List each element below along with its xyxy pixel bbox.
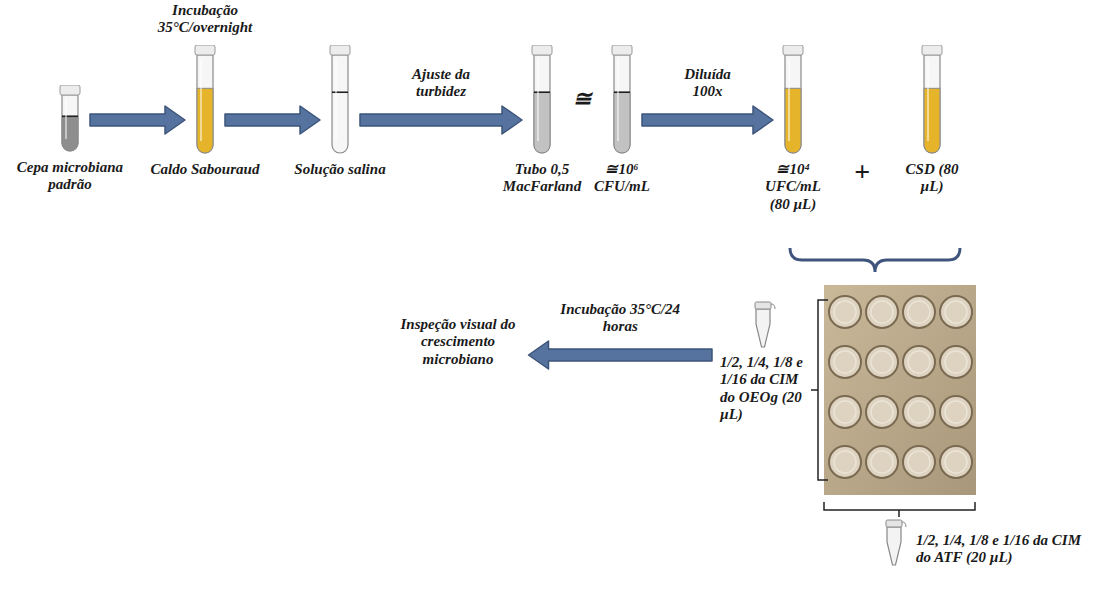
glass-highlight xyxy=(335,59,337,141)
node-text: 1/2, 1/4, 1/8 e 1/16 da CIM do OEOg (20 … xyxy=(720,354,810,423)
test-tube xyxy=(920,45,944,155)
microplate xyxy=(824,285,976,495)
tube-liquid xyxy=(785,88,801,153)
block-arrow xyxy=(642,106,773,134)
tube-node: CSD (80 µL) xyxy=(896,45,968,196)
node-text: CSD (80 µL) xyxy=(896,161,968,196)
tube-node: Solução salina xyxy=(283,45,398,178)
node-text: Cepa microbiana padrão xyxy=(13,159,128,194)
node-text: Solução salina xyxy=(283,161,398,178)
tube-node: Caldo Sabouraud xyxy=(148,45,263,178)
tube-cap xyxy=(783,45,803,55)
glass-highlight xyxy=(65,99,67,139)
test-tube xyxy=(58,85,82,153)
text-node: Inspeção visual do crescimento microbian… xyxy=(396,316,521,368)
tube-body xyxy=(332,55,348,153)
tube-node: Cepa microbiana padrão xyxy=(13,85,128,194)
tube-cap xyxy=(60,85,80,95)
liquid-level xyxy=(62,115,78,117)
tube-body xyxy=(534,55,550,153)
tube-node: ≅10⁴ UFC/mL (80 µL) xyxy=(757,45,829,213)
tube-cap xyxy=(532,45,552,55)
liquid-level xyxy=(534,91,550,93)
tube-liquid xyxy=(534,92,550,153)
block-arrow xyxy=(360,106,522,134)
column-bracket xyxy=(824,502,975,517)
merge-brace xyxy=(790,248,960,272)
test-tube xyxy=(610,45,634,155)
symbol-label: ≅ xyxy=(567,86,597,111)
eppendorf-body xyxy=(756,309,770,347)
node-text: ≅10⁶ CFU/mL xyxy=(589,161,655,196)
eppendorf-node: 1/2, 1/4, 1/8 e 1/16 da CIM do ATF (20 µ… xyxy=(884,518,1099,568)
glass-highlight xyxy=(200,59,202,141)
test-tube xyxy=(193,45,217,155)
test-tube xyxy=(781,45,805,155)
tube-body xyxy=(62,95,78,151)
tube-cap xyxy=(922,45,942,55)
eppendorf-cap xyxy=(755,302,771,309)
text-column: 1/2, 1/4, 1/8 e 1/16 da CIM do ATF (20 µ… xyxy=(916,518,1099,567)
eppendorf-tube xyxy=(753,300,777,350)
tube-liquid xyxy=(197,88,213,153)
arrow-label: Diluída 100x xyxy=(668,66,748,101)
symbol-label: + xyxy=(847,156,877,188)
node-text: ≅10⁴ UFC/mL (80 µL) xyxy=(757,161,829,213)
liquid-level xyxy=(614,91,630,93)
test-tube xyxy=(193,45,217,155)
tube-liquid xyxy=(924,88,940,153)
test-tube xyxy=(530,45,554,155)
tube-cap xyxy=(612,45,632,55)
arrow-label: Incubação 35°C/24 horas xyxy=(550,301,690,336)
tube-body xyxy=(785,55,801,153)
tube-body xyxy=(197,55,213,153)
plate-photo xyxy=(824,285,976,495)
eppendorf-body xyxy=(887,527,901,565)
glass-highlight xyxy=(927,59,929,141)
tube-liquid xyxy=(614,92,630,153)
tube-cap xyxy=(330,45,350,55)
block-arrow xyxy=(225,106,320,134)
tube-body xyxy=(614,55,630,153)
eppendorf-hinge xyxy=(771,304,775,309)
test-tube xyxy=(781,45,805,155)
test-tube xyxy=(610,45,634,155)
eppendorf-cap xyxy=(886,520,902,527)
eppendorf-node: 1/2, 1/4, 1/8 e 1/16 da CIM do OEOg (20 … xyxy=(720,300,810,423)
arrow-label: Ajuste da turbidez xyxy=(391,66,491,101)
tube-liquid xyxy=(62,116,78,151)
test-tube xyxy=(328,45,352,155)
eppendorf-tube xyxy=(753,300,777,350)
node-text: 1/2, 1/4, 1/8 e 1/16 da CIM do ATF (20 µ… xyxy=(916,532,1099,567)
well-highlights xyxy=(834,301,967,473)
test-tube xyxy=(530,45,554,155)
test-tube xyxy=(920,45,944,155)
step-label: Incubação 35°C/overnight xyxy=(135,2,275,37)
block-arrow xyxy=(90,106,185,134)
tube-node: ≅10⁶ CFU/mL xyxy=(589,45,655,196)
plate-wells xyxy=(829,296,972,478)
eppendorf-hinge xyxy=(902,522,906,527)
node-text: Inspeção visual do crescimento microbian… xyxy=(396,316,521,368)
test-tube xyxy=(58,85,82,153)
glass-highlight xyxy=(537,59,539,141)
liquid-level xyxy=(332,91,348,93)
glass-highlight xyxy=(788,59,790,141)
tube-body xyxy=(924,55,940,153)
node-text: Tubo 0,5 MacFarland xyxy=(497,161,587,196)
test-tube xyxy=(328,45,352,155)
glass-highlight xyxy=(617,59,619,141)
block-arrow xyxy=(529,341,713,369)
tube-cap xyxy=(195,45,215,55)
eppendorf-tube xyxy=(884,518,908,568)
node-text: Caldo Sabouraud xyxy=(148,161,263,178)
tube-node: Tubo 0,5 MacFarland xyxy=(497,45,587,196)
eppendorf-tube xyxy=(884,518,908,568)
row-bracket xyxy=(811,300,828,480)
